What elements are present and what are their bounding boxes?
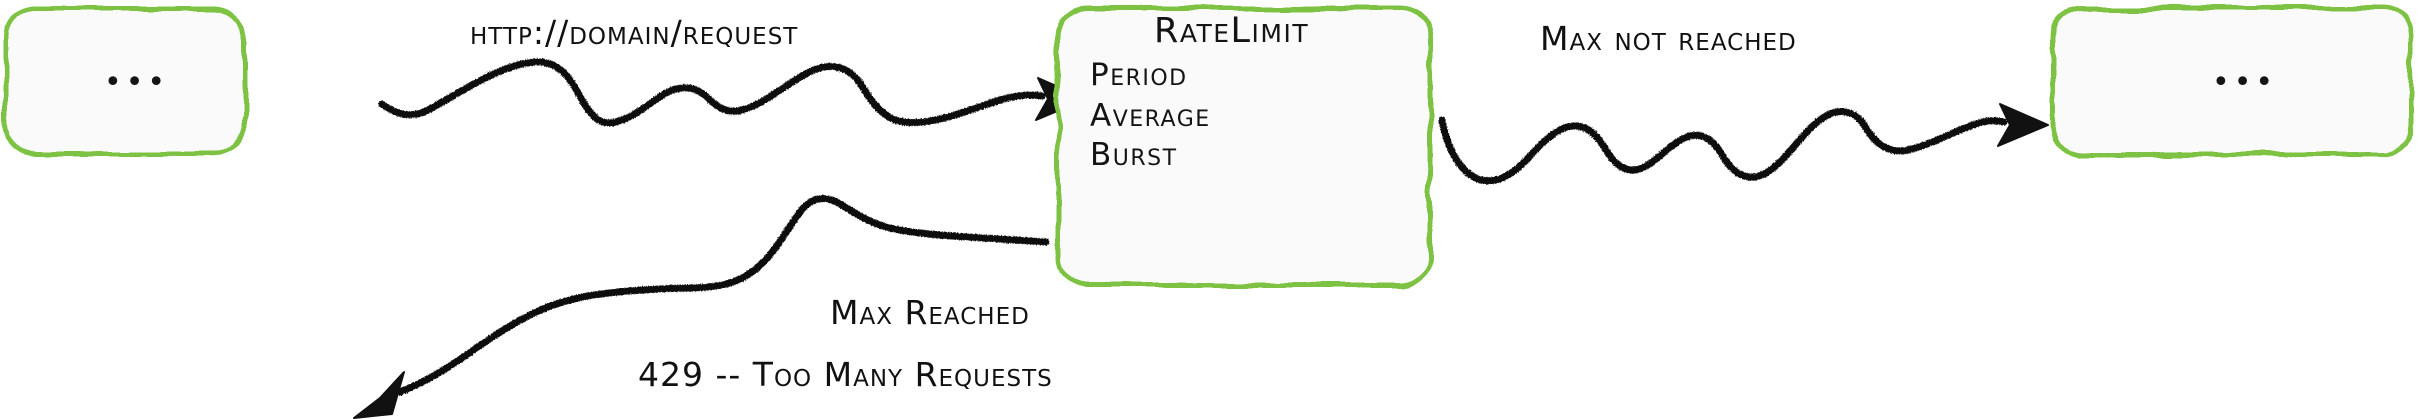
edge-label-too-many-requests: 429 -- Too Many Requests — [638, 355, 1053, 394]
node-downstream-box[interactable] — [2051, 5, 2415, 157]
node-ratelimit-title: RateLimit — [1154, 11, 1310, 51]
node-ratelimit-item-burst: Burst — [1090, 137, 1178, 173]
node-ratelimit-item-average: Average — [1090, 98, 1211, 134]
edge-label-max-reached: Max Reached — [830, 293, 1030, 332]
edge-label-request: http://domain/request — [470, 13, 799, 52]
node-downstream-ellipsis: ••• — [2212, 65, 2278, 100]
node-upstream-box[interactable] — [3, 5, 247, 157]
node-upstream-ellipsis: ••• — [104, 65, 170, 100]
edge-request — [378, 58, 1087, 127]
node-ratelimit-box[interactable] — [1055, 5, 1433, 289]
edge-max-not-reached — [1438, 103, 2049, 185]
edge-label-max-not-reached: Max not reached — [1540, 19, 1797, 58]
edge-max-reached — [353, 195, 1050, 419]
node-ratelimit-item-period: Period — [1090, 57, 1188, 93]
